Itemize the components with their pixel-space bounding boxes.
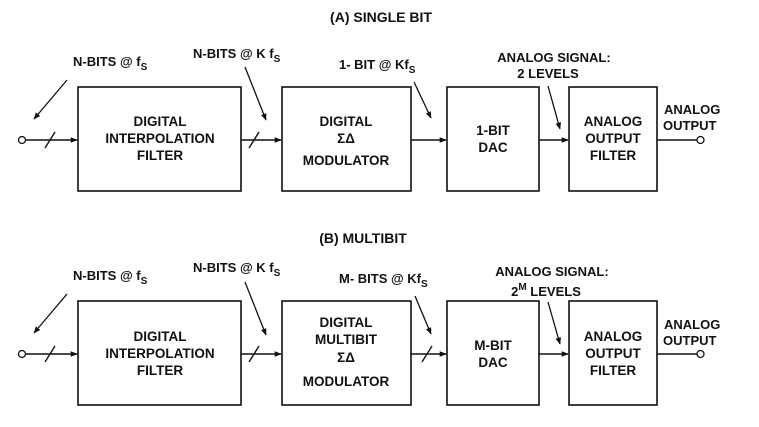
diagram-b-bus-slash-3 (421, 345, 433, 363)
diagram-b: (B) MULTIBIT N-BITS @ fS N-BITS @ K fS M… (17, 230, 720, 406)
diagram-a-label-modulator-rate: 1- BIT @ KfS (339, 57, 416, 76)
diagram-b-dac-block (446, 300, 540, 406)
diagram-a-bus-slash-2 (248, 131, 260, 149)
diagram-a-dac-text-1: 1-BIT (476, 123, 511, 138)
diagram-b-pointer-analog (547, 301, 561, 345)
diagram-a-pointer-modulator (413, 81, 432, 119)
diagram-b-pointer-input (33, 293, 68, 334)
diagram-b-pointer-modulator (414, 295, 432, 335)
diagram-a-label-levels: 2 LEVELS (517, 66, 579, 81)
diagram-a-pointer-input (33, 79, 68, 120)
diagram-a-dac-block (446, 86, 540, 192)
diagram-b-filter-text-1: ANALOG (584, 329, 643, 344)
diagram-a-label-output-1: ANALOG (664, 102, 720, 117)
diagram-b-modulator-block (281, 300, 412, 406)
diagram-a-mod-text-2: ΣΔ (337, 131, 355, 146)
diagram-a-label-interp-rate: N-BITS @ K fS (193, 46, 281, 65)
diagram-a-mod-text-1: DIGITAL (320, 114, 373, 129)
diagram-a-filter-text-2: OUTPUT (585, 131, 641, 146)
diagram-a-interp-text-3: FILTER (137, 148, 183, 163)
diagram-a-input-node (17, 135, 27, 145)
diagram-a-mod-text-3: MODULATOR (303, 153, 390, 168)
diagram-a-interpolation-filter-block (77, 86, 242, 192)
diagram-b-output-filter-block (568, 300, 658, 406)
diagram-a-output-node (696, 135, 705, 145)
diagram-b-label-interp-rate: N-BITS @ K fS (193, 260, 281, 279)
diagram-a: (A) SINGLE BIT N-BITS @ fS N-BITS @ K fS… (17, 9, 720, 192)
diagram-a-modulator-block (281, 86, 412, 192)
diagram-b-mod-text-4: MODULATOR (303, 374, 390, 389)
diagram-b-bus-slash-1 (44, 345, 56, 363)
diagram-a-filter-text-1: ANALOG (584, 114, 643, 129)
diagram-b-interpolation-filter-block (77, 300, 242, 406)
diagram-a-output-filter-block (568, 86, 658, 192)
diagram-a-pointer-interp (244, 66, 267, 121)
diagram-a-label-analog-signal: ANALOG SIGNAL: (497, 50, 610, 65)
diagram-b-dac-text-1: M-BIT (474, 338, 512, 353)
diagram-b-filter-text-3: FILTER (590, 363, 636, 378)
diagram-a-interp-text-1: DIGITAL (134, 114, 187, 129)
diagram-a-label-input-rate: N-BITS @ fS (73, 54, 148, 73)
diagram-a-pointer-analog (547, 85, 562, 130)
diagram-b-input-node (17, 349, 27, 359)
diagram-b-filter-text-2: OUTPUT (585, 346, 641, 361)
diagram-b-interp-text-1: DIGITAL (134, 329, 187, 344)
diagram-b-title: (B) MULTIBIT (319, 230, 407, 246)
diagram-b-label-output-2: OUTPUT (663, 333, 717, 348)
diagram-a-bus-slash-1 (44, 131, 56, 149)
diagram-b-mod-text-3: ΣΔ (337, 350, 355, 365)
diagram-b-mod-text-2: MULTIBIT (315, 332, 378, 347)
diagram-a-interp-text-2: INTERPOLATION (105, 131, 214, 146)
diagram-b-interp-text-3: FILTER (137, 363, 183, 378)
diagram-b-label-output-1: ANALOG (664, 317, 720, 332)
diagram-b-output-node (696, 349, 705, 359)
diagram-b-interp-text-2: INTERPOLATION (105, 346, 214, 361)
diagram-b-label-levels: 2M LEVELS (511, 282, 581, 299)
diagram-a-filter-text-3: FILTER (590, 148, 636, 163)
diagram-b-label-modulator-rate: M- BITS @ KfS (339, 271, 428, 290)
diagram-b-label-input-rate: N-BITS @ fS (73, 268, 148, 287)
diagram-b-pointer-interp (244, 281, 267, 336)
diagram-a-label-output-2: OUTPUT (663, 118, 717, 133)
diagram-b-dac-text-2: DAC (478, 355, 507, 370)
diagram-a-title: (A) SINGLE BIT (330, 9, 432, 25)
diagram-b-mod-text-1: DIGITAL (320, 315, 373, 330)
diagram-b-label-analog-signal: ANALOG SIGNAL: (495, 264, 608, 279)
diagram-a-dac-text-2: DAC (478, 140, 507, 155)
diagram-b-bus-slash-2 (248, 345, 260, 363)
